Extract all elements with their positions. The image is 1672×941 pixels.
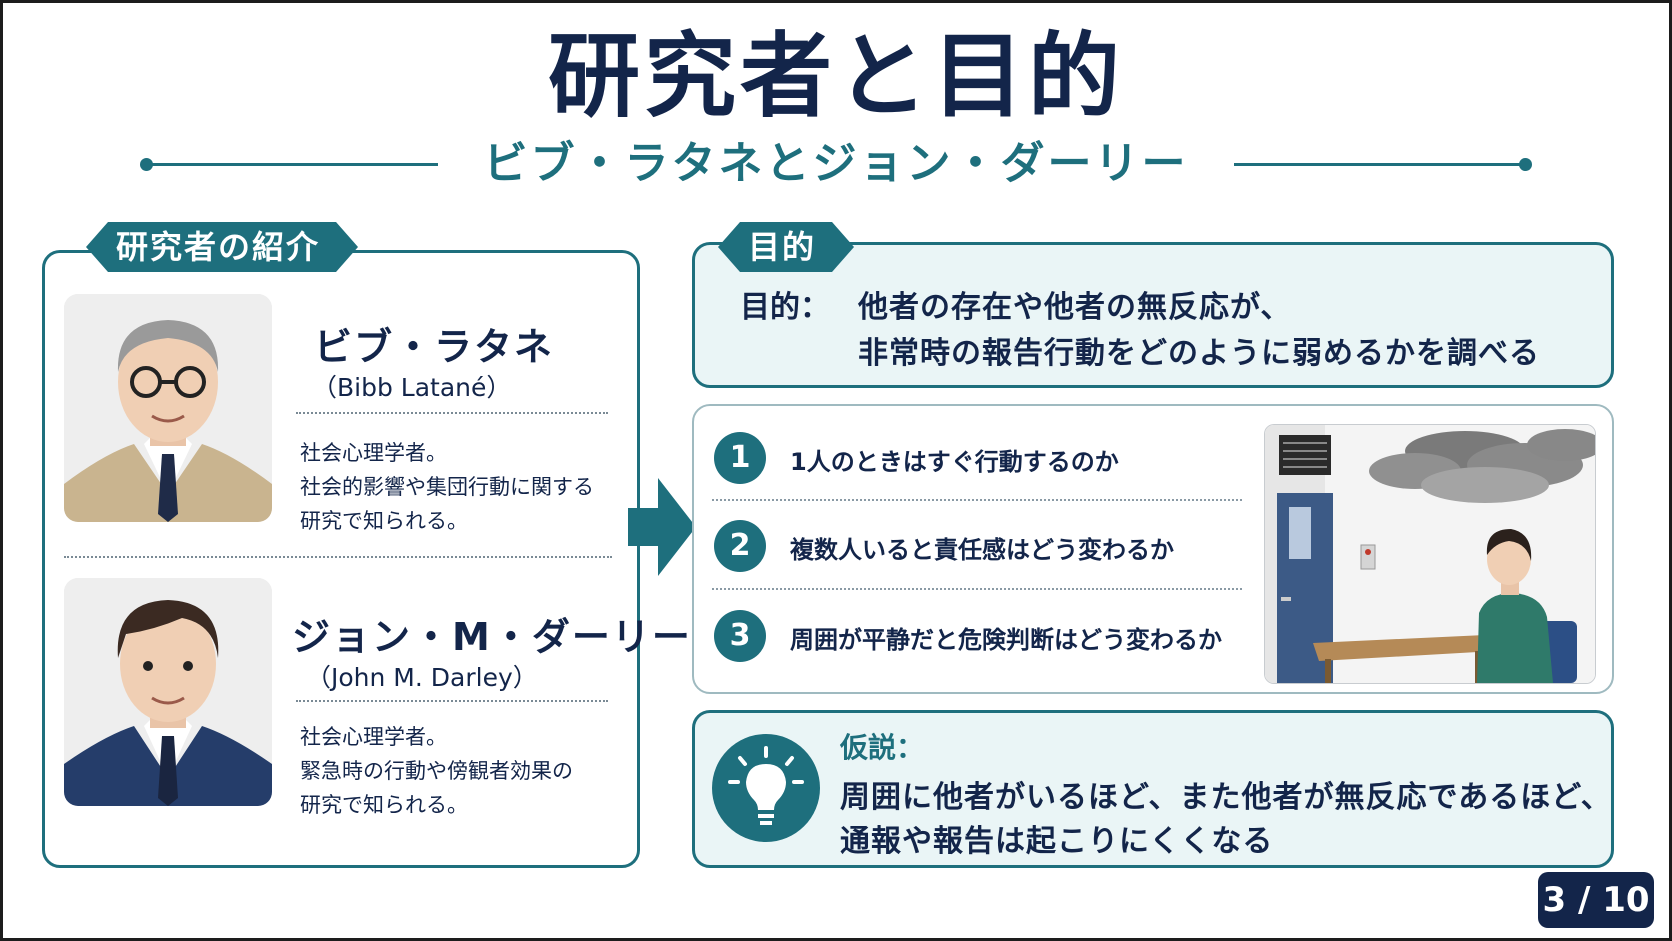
subtitle-dot-left xyxy=(140,158,153,171)
researchers-tag: 研究者の紹介 xyxy=(86,222,358,272)
purpose-line-2: 非常時の報告行動をどのように弱めるかを調べる xyxy=(858,336,1540,371)
latane-desc-3: 研究で知られる。 xyxy=(300,509,468,533)
hypothesis-panel xyxy=(692,710,1614,868)
subtitle-line-right xyxy=(1234,163,1524,166)
latane-name-jp: ビブ・ラタネ xyxy=(314,325,555,369)
purpose-tag: 目的 xyxy=(718,222,854,272)
purpose-line-1: 他者の存在や他者の無反応が、 xyxy=(858,290,1292,325)
question-divider xyxy=(712,588,1242,590)
question-number: 3 xyxy=(714,610,766,662)
question-number: 2 xyxy=(714,520,766,572)
question-text: 周囲が平静だと危険判断はどう変わるか xyxy=(790,626,1222,654)
purpose-label: 目的： xyxy=(740,290,830,325)
darley-name-jp: ジョン・M・ダーリー xyxy=(292,615,692,659)
subtitle-row: ビブ・ラタネとジョン・ダーリー xyxy=(140,136,1532,192)
question-text: 1人のときはすぐ行動するのか xyxy=(790,448,1119,476)
latane-desc-2: 社会的影響や集団行動に関する xyxy=(300,475,594,499)
smoke-room-illustration xyxy=(1264,424,1596,684)
hypothesis-line-1: 周囲に他者がいるほど、また他者が無反応であるほど、 xyxy=(840,780,1612,815)
subtitle-dot-right xyxy=(1519,158,1532,171)
lightbulb-icon xyxy=(712,734,820,842)
darley-desc-1: 社会心理学者。 xyxy=(300,725,447,749)
researchers-divider xyxy=(64,556,612,558)
latane-name-en: （Bibb Latané） xyxy=(312,373,512,402)
subtitle-line-left xyxy=(148,163,438,166)
darley-name-en: （John M. Darley） xyxy=(306,663,538,692)
question-number: 1 xyxy=(714,432,766,484)
purpose-panel xyxy=(692,242,1614,388)
darley-portrait xyxy=(64,578,272,806)
latane-divider xyxy=(296,412,608,414)
darley-divider xyxy=(296,700,608,702)
darley-desc-3: 研究で知られる。 xyxy=(300,793,468,817)
latane-desc-1: 社会心理学者。 xyxy=(300,441,447,465)
slide-title: 研究者と目的 xyxy=(547,23,1124,130)
page-indicator: 3 / 10 xyxy=(1538,872,1654,928)
darley-desc-2: 緊急時の行動や傍観者効果の xyxy=(300,759,573,783)
arrow-right-icon xyxy=(628,478,696,576)
question-divider xyxy=(712,499,1242,501)
slide-subtitle: ビブ・ラタネとジョン・ダーリー xyxy=(483,138,1189,189)
latane-portrait xyxy=(64,294,272,522)
question-text: 複数人いると責任感はどう変わるか xyxy=(790,536,1174,564)
hypothesis-label: 仮説： xyxy=(840,731,925,764)
hypothesis-line-2: 通報や報告は起こりにくくなる xyxy=(840,824,1274,859)
